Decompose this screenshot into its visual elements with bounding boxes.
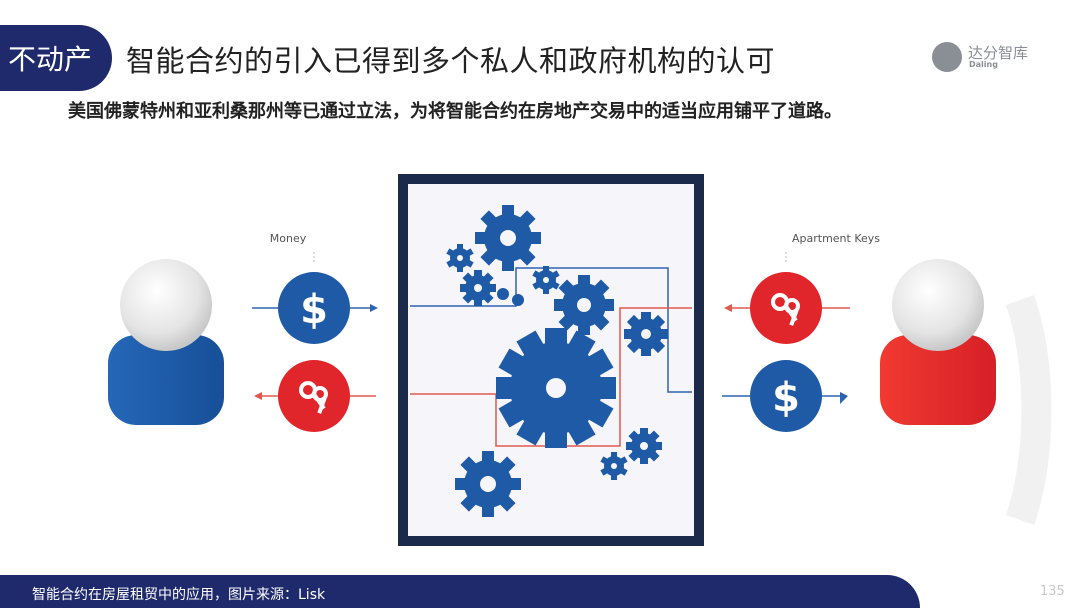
svg-text:$: $ (300, 287, 328, 333)
money-icon-right (750, 360, 822, 432)
gears-icon (446, 205, 668, 517)
money-label: Money (270, 232, 307, 245)
money-icon-left (278, 272, 350, 344)
smart-contract-frame (398, 174, 704, 546)
page-subtitle: 美国佛蒙特州和亚利桑那州等已通过立法，为将智能合约在房地产交易中的适当应用铺平了… (68, 101, 842, 122)
person-left-icon (108, 259, 224, 425)
brand-logo: 达分智库 Daling (932, 42, 1052, 74)
page-number: 135 (1040, 584, 1065, 599)
section-tag: 不动产 (0, 25, 112, 91)
logo-subtext: Daling (969, 60, 998, 69)
footer-caption: 智能合约在房屋租贸中的应用，图片来源：Lisk (32, 587, 326, 603)
decorative-arc (1005, 294, 1052, 526)
logo-text: 达分智库 (968, 44, 1029, 62)
svg-text:$: $ (772, 375, 800, 421)
page-title: 智能合约的引入已得到多个私人和政府机构的认可 (126, 44, 776, 78)
footer-bar (0, 575, 920, 608)
logo-mark-icon (932, 42, 962, 72)
apartment-keys-label: Apartment Keys (792, 232, 880, 245)
person-right-icon (880, 259, 996, 425)
